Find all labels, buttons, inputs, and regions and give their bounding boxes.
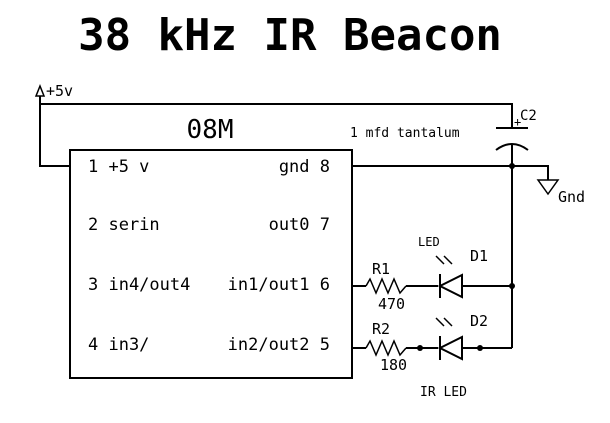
led-d1-icon [437, 273, 463, 299]
supply-wire-to-cap [40, 103, 513, 128]
resistor-r2-icon [365, 339, 407, 357]
supply-arrow-icon [34, 83, 46, 97]
ground-icon [536, 179, 560, 196]
pin-7-label: out0 7 [269, 215, 330, 235]
ground-wire [352, 165, 549, 180]
pin-6-label: in1/out1 6 [228, 275, 330, 295]
chip-name: 08M [187, 115, 234, 145]
junction-d2 [477, 345, 483, 351]
r2-ref: R2 [372, 320, 390, 338]
diagram-title: 38 kHz IR Beacon [78, 10, 502, 61]
led-d2-light-arrow2-icon [443, 317, 453, 327]
capacitor-desc: 1 mfd tantalum [350, 126, 460, 141]
capacitor-ref: C2 [520, 108, 537, 124]
ground-label: Gnd [558, 188, 585, 206]
supply-terminal: +5v [34, 82, 73, 104]
d2-ref: D2 [470, 312, 488, 330]
chip-body [69, 149, 353, 379]
pin-3-label: 3 in4/out4 [88, 275, 190, 295]
pin-8-label: gnd 8 [279, 157, 330, 177]
led-d2-light-arrow-icon [435, 317, 445, 327]
capacitor-polarity: + [514, 115, 521, 129]
pin-4-label: 4 in3/ [88, 335, 149, 355]
capacitor-c2: + C2 1 mfd tantalum [350, 108, 537, 166]
led-d2-icon [437, 335, 463, 361]
ground-symbol: Gnd [536, 179, 585, 206]
supply-label: +5v [46, 82, 73, 100]
pin-5-label: in2/out2 5 [228, 335, 330, 355]
d2-type: IR LED [420, 385, 467, 400]
led-d1-light-arrow2-icon [443, 255, 453, 265]
r1-value: 470 [378, 295, 405, 313]
pin-1-label: 1 +5 v [88, 157, 149, 177]
d1-ref: D1 [470, 247, 488, 265]
d1-type: LED [418, 235, 440, 249]
pin-2-label: 2 serin [88, 215, 160, 235]
r2-value: 180 [380, 356, 407, 374]
junction-r2 [417, 345, 423, 351]
resistor-r1-icon [365, 277, 407, 295]
led-d1-light-arrow-icon [435, 255, 445, 265]
r1-ref: R1 [372, 260, 390, 278]
supply-wire-to-pin1 [39, 104, 70, 167]
